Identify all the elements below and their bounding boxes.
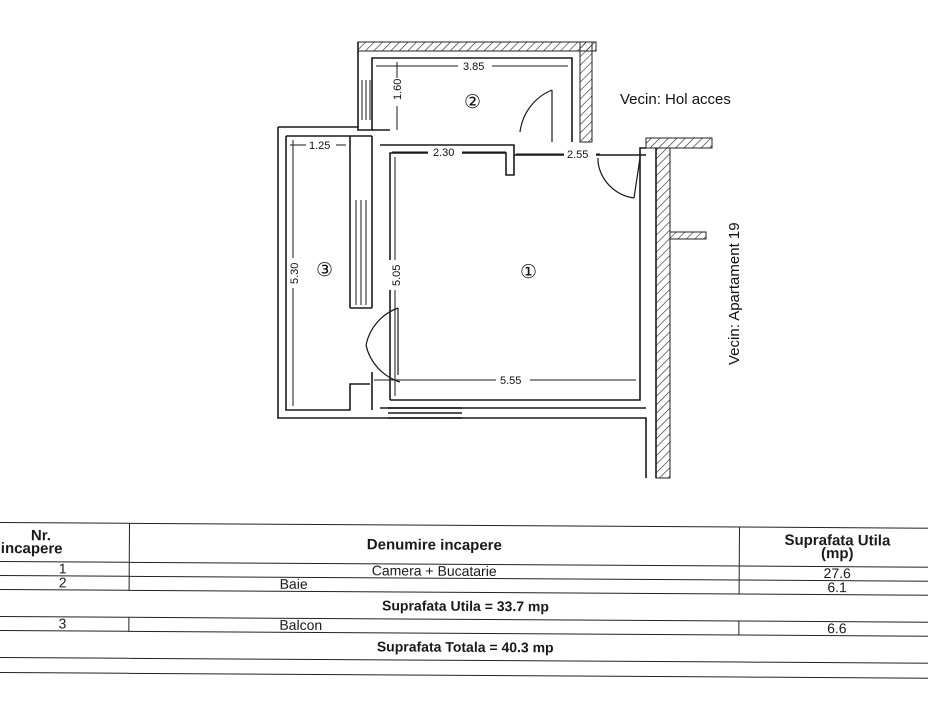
room-number-1: ①: [520, 261, 537, 283]
area-table-container: Nr. incapere Denumire incapere Suprafata…: [0, 522, 928, 679]
floor-plan: 3.85 1.60 1.25 2.30 2.55 5.30 5.05 5.55 …: [277, 41, 743, 479]
dim-room-top-left: 2.30: [433, 147, 454, 159]
dimension-labels: 3.85 1.60 1.25 2.30 2.55 5.30 5.05 5.55: [287, 60, 596, 387]
header-nr: Nr. incapere: [0, 522, 130, 563]
dim-room-width: 5.55: [500, 375, 521, 387]
header-name: Denumire incapere: [129, 523, 740, 567]
dim-balcony-top: 1.25: [309, 140, 330, 152]
dim-bath-width: 3.85: [463, 61, 484, 73]
row-area: 6.6: [738, 620, 928, 637]
room-numbers: ① ② ③: [316, 91, 537, 283]
balcony-glazing: [355, 200, 367, 305]
header-nr-line2: incapere: [0, 540, 63, 558]
dim-room-depth: 5.05: [391, 265, 403, 286]
doors: [365, 89, 641, 383]
header-area-line2: (mp): [821, 545, 854, 563]
neighbor-top-label: Vecin: Hol acces: [620, 91, 731, 108]
header-area: Suprafata Utila (mp): [739, 527, 928, 568]
room-number-2: ②: [464, 91, 481, 113]
room-number-3: ③: [316, 259, 333, 281]
dim-room-top-right: 2.55: [567, 149, 588, 161]
dim-balcony-length: 5.30: [289, 263, 301, 284]
table-header-row: Nr. incapere Denumire incapere Suprafata…: [0, 522, 928, 568]
bath-window: [361, 80, 371, 120]
row-area: 6.1: [739, 579, 928, 596]
dim-bath-depth: 1.60: [392, 79, 404, 100]
neighbor-right-label: Vecin: Apartament 19: [726, 222, 743, 365]
plan-walls: [277, 42, 657, 478]
area-table: Nr. incapere Denumire incapere Suprafata…: [0, 522, 928, 679]
row-nr: 2: [0, 574, 130, 590]
row-nr: 3: [0, 615, 129, 631]
hatched-walls: [357, 41, 713, 479]
